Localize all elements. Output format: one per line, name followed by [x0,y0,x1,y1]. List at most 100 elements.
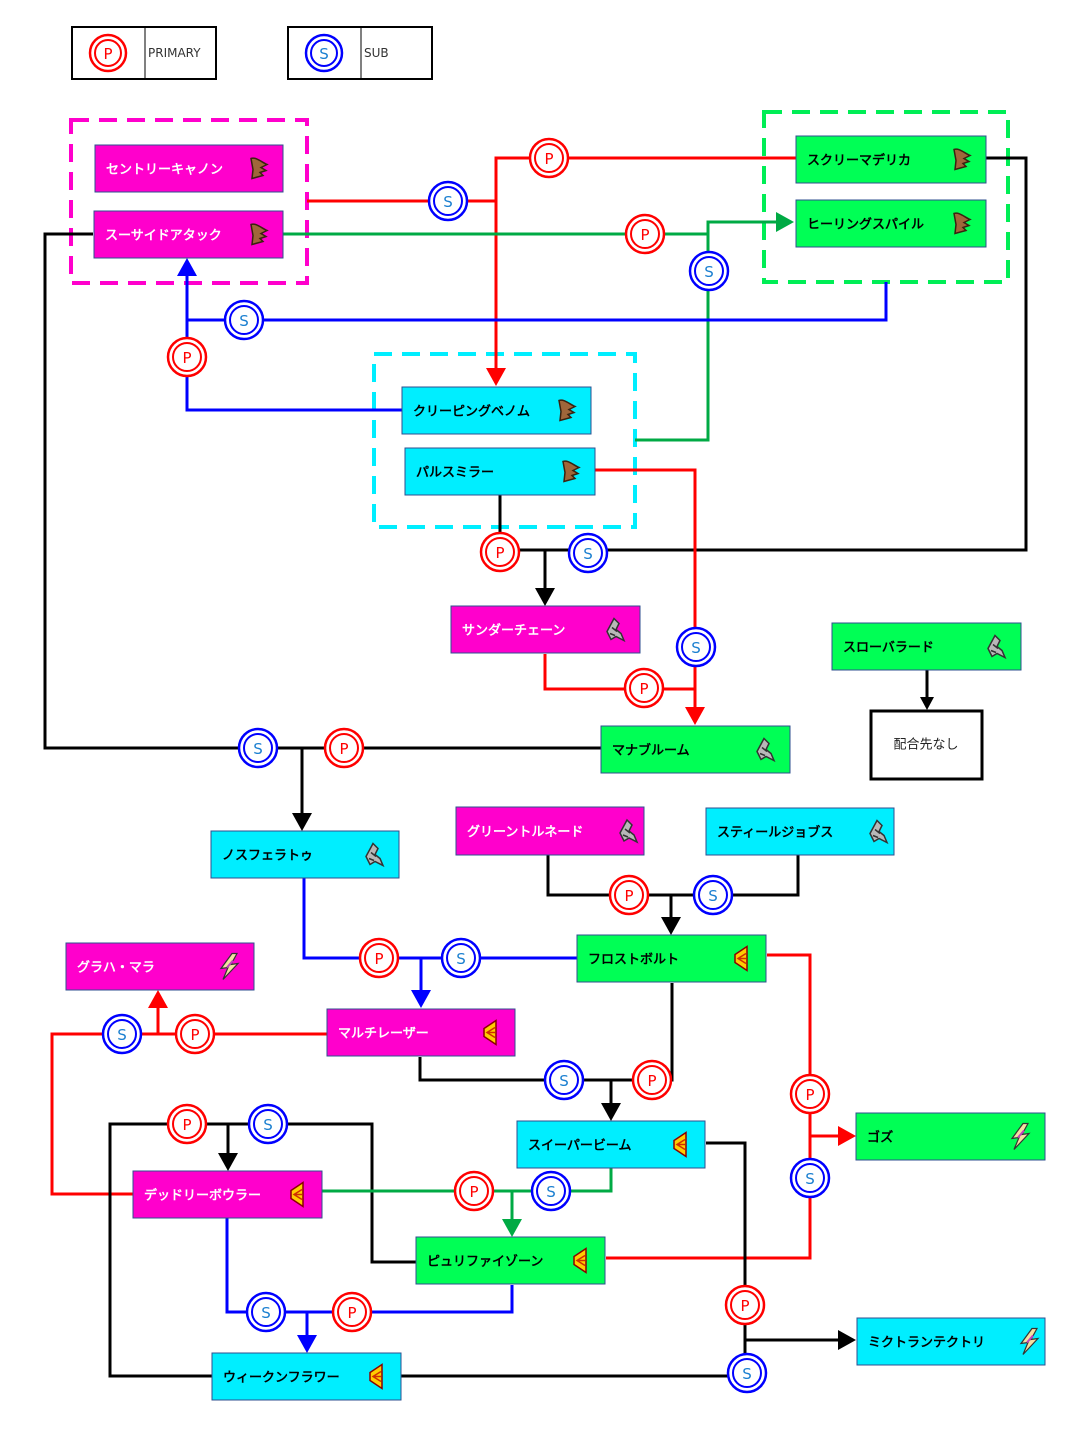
no-result-box: 配合先なし [869,709,984,781]
claw-icon [606,617,626,643]
edge-line [401,1141,747,1378]
sub-badge-icon: S [247,1103,289,1145]
primary-badge-icon: P [323,727,365,769]
group-box-cyan [372,352,637,529]
hand-icon [953,148,972,171]
node-goz[interactable]: ゴズ [855,1112,1046,1161]
node-label: ヒーリングスパイル [807,217,924,233]
edge-line [187,282,888,322]
node-nosferatu[interactable]: ノスフェラトゥ [210,830,400,879]
node-slow[interactable]: スローバラード [831,622,1022,671]
sub-badge-icon: S [304,33,344,73]
node-label: スーサイドアタック [105,229,222,244]
badge-symbol: S [456,950,466,968]
node-multi[interactable]: マルチレーザー [326,1008,516,1057]
badge-symbol: S [443,193,453,211]
node-thunder[interactable]: サンダーチェーン [450,605,641,654]
arrowhead [177,258,197,276]
badge-symbol: S [546,1183,556,1201]
node-mana[interactable]: マナブルーム [600,725,791,774]
node-label: グラハ・マラ [77,960,155,976]
legend-sub-label: SUB [364,46,389,60]
node-label: スクリーマデリカ [807,153,911,169]
node-purify[interactable]: ピュリファイゾーン [415,1236,606,1285]
node-label: ウィークンフラワー [223,1371,340,1386]
fan-icon [734,945,748,972]
node-steel[interactable]: スティールジョブス [705,807,895,856]
edge-line [494,156,796,370]
lightning-icon [1010,1122,1031,1150]
badge-symbol: P [495,544,504,562]
primary-badge-icon: P [453,1170,495,1212]
node-label: セントリーキャノン [106,163,223,178]
hand-icon [250,223,269,246]
node-graha[interactable]: グラハ・マラ [65,942,255,991]
badge-symbol: S [261,1304,271,1322]
arrowhead [486,368,506,386]
hand-icon [250,157,269,180]
node-label: ピュリファイゾーン [427,1254,543,1270]
arrowhead [601,1103,621,1121]
badge-symbol: P [182,1116,191,1134]
fan-icon [290,1181,304,1208]
node-mikutran[interactable]: ミクトランテクトリ [856,1317,1046,1366]
node-label: パルスミラー [416,466,494,481]
fan-icon [573,1247,587,1274]
primary-badge-icon: P [789,1073,831,1115]
sub-badge-icon: S [427,180,469,222]
legend-primary: P PRIMARY [71,26,217,80]
primary-badge-icon: P [623,667,665,709]
arrowhead [411,990,431,1008]
legend-primary-label: PRIMARY [148,46,201,60]
node-deadly[interactable]: デッドリーボウラー [132,1170,323,1219]
primary-badge-icon: P [528,137,570,179]
badge-symbol: P [347,1304,356,1322]
badge-symbol: P [740,1297,749,1315]
claw-icon [619,818,639,844]
claw-icon [869,819,889,845]
primary-badge-icon: P [608,874,650,916]
node-creeping[interactable]: クリーピングベノム [401,386,592,435]
hand-icon [953,212,972,235]
badge-symbol: S [704,263,714,281]
arrowhead [661,917,681,935]
badge-symbol: S [708,887,718,905]
claw-icon [987,634,1007,660]
arrowhead [502,1219,522,1237]
node-pulse[interactable]: パルスミラー [404,447,596,496]
sub-badge-icon: S [688,250,730,292]
node-weaken[interactable]: ウィークンフラワー [211,1352,402,1401]
primary-badge-icon: P [624,213,666,255]
node-label: サンダーチェーン [462,623,565,639]
primary-badge-icon: P [479,531,521,573]
primary-badge-icon: P [631,1059,673,1101]
legend-primary-symbol: P [103,45,112,63]
sub-badge-icon: S [692,874,734,916]
badge-symbol: S [805,1170,815,1188]
badge-symbol: S [117,1026,127,1044]
node-frost[interactable]: フロストボルト [576,934,767,983]
node-suicide[interactable]: スーサイドアタック [93,210,284,259]
node-scream[interactable]: スクリーマデリカ [795,135,987,184]
legend-sub: S SUB [287,26,433,80]
node-healing[interactable]: ヒーリングスパイル [795,199,987,248]
badge-symbol: S [691,639,701,657]
badge-symbol: S [559,1072,569,1090]
edge-line [108,1122,416,1378]
edge-line [302,878,577,960]
node-greentornado[interactable]: グリーントルネード [455,806,645,856]
edge-line [606,953,812,1260]
node-sweeper[interactable]: スイーパービーム [516,1120,706,1169]
sub-badge-icon: S [530,1170,572,1212]
node-label: グリーントルネード [467,824,583,840]
node-sentry[interactable]: セントリーキャノン [94,144,284,193]
arrowhead [292,813,312,831]
claw-icon [756,737,776,763]
badge-symbol: P [374,950,383,968]
node-label: ノスフェラトゥ [222,849,313,864]
primary-badge-icon: P [174,1013,216,1055]
arrowhead [148,990,168,1008]
badge-symbol: S [583,545,593,563]
sub-badge-icon: S [789,1157,831,1199]
